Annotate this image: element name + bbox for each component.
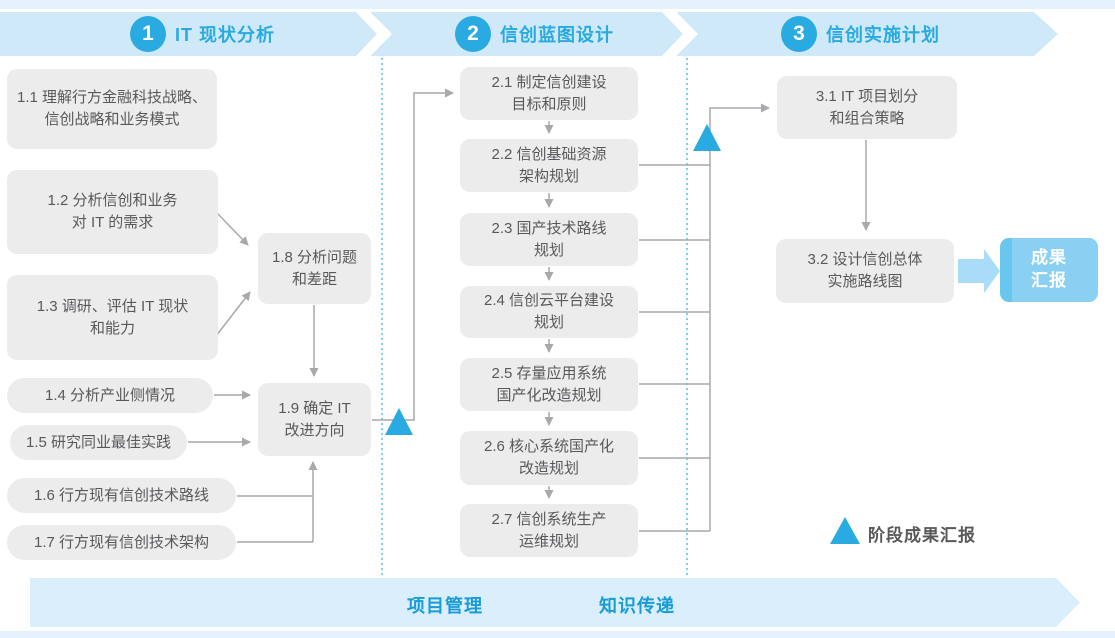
legend-label: 阶段成果汇报 bbox=[868, 526, 976, 545]
phase-3-number-badge: 3 bbox=[781, 16, 817, 52]
phase-2-number-badge: 2 bbox=[455, 16, 491, 52]
milestone-triangle-phase2 bbox=[693, 124, 721, 151]
box-1-4: 1.4 分析产业侧情况 bbox=[7, 378, 213, 413]
result-arrow-icon bbox=[958, 249, 1000, 293]
bottom-band bbox=[30, 578, 1080, 627]
bottom-band-project-management: 项目管理 bbox=[407, 596, 483, 616]
phase-header-band bbox=[0, 12, 1058, 56]
box-3-1: 3.1 IT 项目划分 和组合策略 bbox=[777, 76, 957, 139]
phase-2-title: 信创蓝图设计 bbox=[500, 25, 614, 45]
milestone-triangle-phase1 bbox=[385, 408, 413, 435]
bottom-accent-strip bbox=[0, 631, 1115, 638]
phase-1-title: IT 现状分析 bbox=[175, 25, 275, 45]
box-1-9: 1.9 确定 IT 改进方向 bbox=[258, 383, 371, 456]
box-1-7: 1.7 行方现有信创技术架构 bbox=[7, 525, 236, 560]
box-2-4: 2.4 信创云平台建设 规划 bbox=[460, 286, 638, 338]
top-accent-strip bbox=[0, 0, 1115, 9]
phase-3-header: 3 信创实施计划 bbox=[781, 12, 940, 56]
box-1-8: 1.8 分析问题 和差距 bbox=[258, 233, 371, 304]
connector-lines bbox=[188, 88, 871, 543]
phase-3-title: 信创实施计划 bbox=[826, 25, 940, 45]
box-2-3: 2.3 国产技术路线 规划 bbox=[460, 213, 638, 266]
box-2-1: 2.1 制定信创建设 目标和原则 bbox=[460, 67, 638, 120]
box-1-5: 1.5 研究同业最佳实践 bbox=[10, 425, 187, 460]
box-2-7: 2.7 信创系统生产 运维规划 bbox=[460, 504, 638, 557]
box-2-5: 2.5 存量应用系统 国产化改造规划 bbox=[460, 358, 638, 411]
box-1-2: 1.2 分析信创和业务 对 IT 的需求 bbox=[7, 170, 218, 254]
box-1-6: 1.6 行方现有信创技术路线 bbox=[7, 478, 236, 513]
phase-1-header: 1 IT 现状分析 bbox=[130, 12, 275, 56]
box-1-3: 1.3 调研、评估 IT 现状 和能力 bbox=[7, 275, 218, 360]
box-1-1: 1.1 理解行方金融科技战略、 信创战略和业务模式 bbox=[7, 69, 217, 149]
box-2-6: 2.6 核心系统国产化 改造规划 bbox=[460, 431, 638, 485]
box-3-2: 3.2 设计信创总体 实施路线图 bbox=[776, 239, 954, 303]
bottom-band-knowledge-transfer: 知识传递 bbox=[599, 596, 675, 616]
legend-triangle-icon bbox=[830, 517, 860, 544]
phase-1-number-badge: 1 bbox=[130, 16, 166, 52]
box-2-2: 2.2 信创基础资源 架构规划 bbox=[460, 139, 638, 192]
result-report-box: 成果 汇报 bbox=[1000, 238, 1098, 302]
phase-2-header: 2 信创蓝图设计 bbox=[455, 12, 614, 56]
